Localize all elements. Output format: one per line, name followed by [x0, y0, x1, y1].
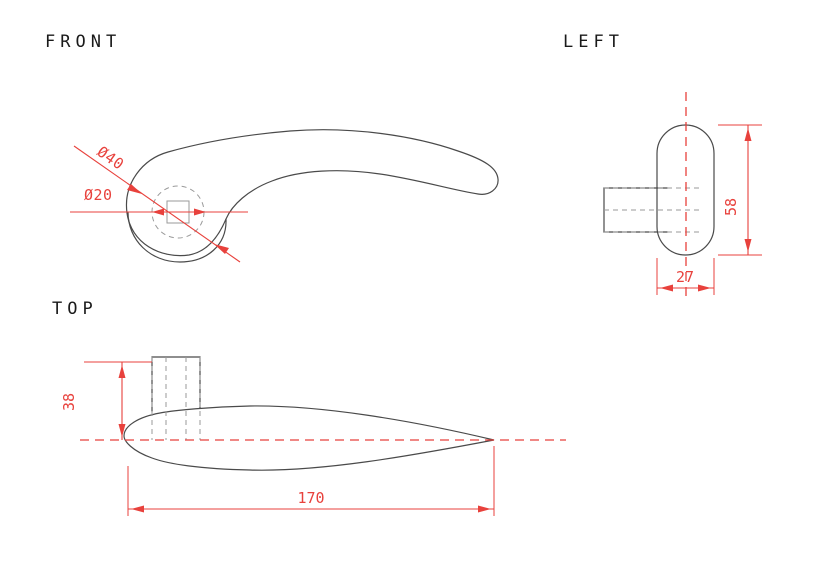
front-dim-bore-arrow-left — [152, 208, 164, 216]
front-dim-bore-diameter: Ø20 — [70, 186, 248, 216]
left-view-group: 58 27 — [603, 92, 762, 300]
top-dim-length: 170 — [127, 446, 495, 516]
front-view-group: Ø20 Ø40 — [70, 129, 499, 263]
front-dim-bore-arrow-right — [194, 208, 206, 216]
left-dim-height-arrow-top — [744, 128, 752, 141]
top-handle-outline — [123, 405, 495, 471]
top-dim-width-arrow-bottom — [118, 424, 126, 437]
left-view-label: LEFT — [563, 32, 624, 52]
front-dim-hub-arrow-upper — [127, 184, 142, 194]
front-dim-bore-text: Ø20 — [84, 186, 113, 204]
top-view-label: TOP — [52, 299, 98, 319]
top-dim-width: 38 — [60, 361, 152, 440]
front-dim-hub-line — [73, 145, 241, 263]
front-handle-outline — [125, 129, 499, 257]
left-dim-height-arrow-bottom — [744, 239, 752, 252]
front-dim-hub-arrow-lower — [214, 244, 229, 254]
left-dim-width-arrow-left — [660, 284, 673, 292]
top-dim-length-arrow-right — [478, 505, 491, 513]
left-dim-width-text: 27 — [676, 268, 694, 286]
left-dim-height-text: 58 — [722, 198, 740, 216]
top-dim-width-text: 38 — [60, 393, 78, 411]
left-dim-width-arrow-right — [698, 284, 711, 292]
top-dim-width-arrow-top — [118, 365, 126, 378]
left-dim-width: 27 — [656, 258, 715, 295]
top-view-group: 38 170 — [60, 356, 566, 516]
top-stem-outline — [151, 356, 201, 412]
front-hub-spiral-arc — [127, 211, 227, 263]
left-dim-height: 58 — [718, 124, 762, 256]
front-dim-hub-text: Ø40 — [94, 143, 128, 174]
front-view-label: FRONT — [45, 32, 122, 52]
top-dim-length-arrow-left — [131, 505, 144, 513]
top-dim-length-text: 170 — [297, 489, 324, 507]
